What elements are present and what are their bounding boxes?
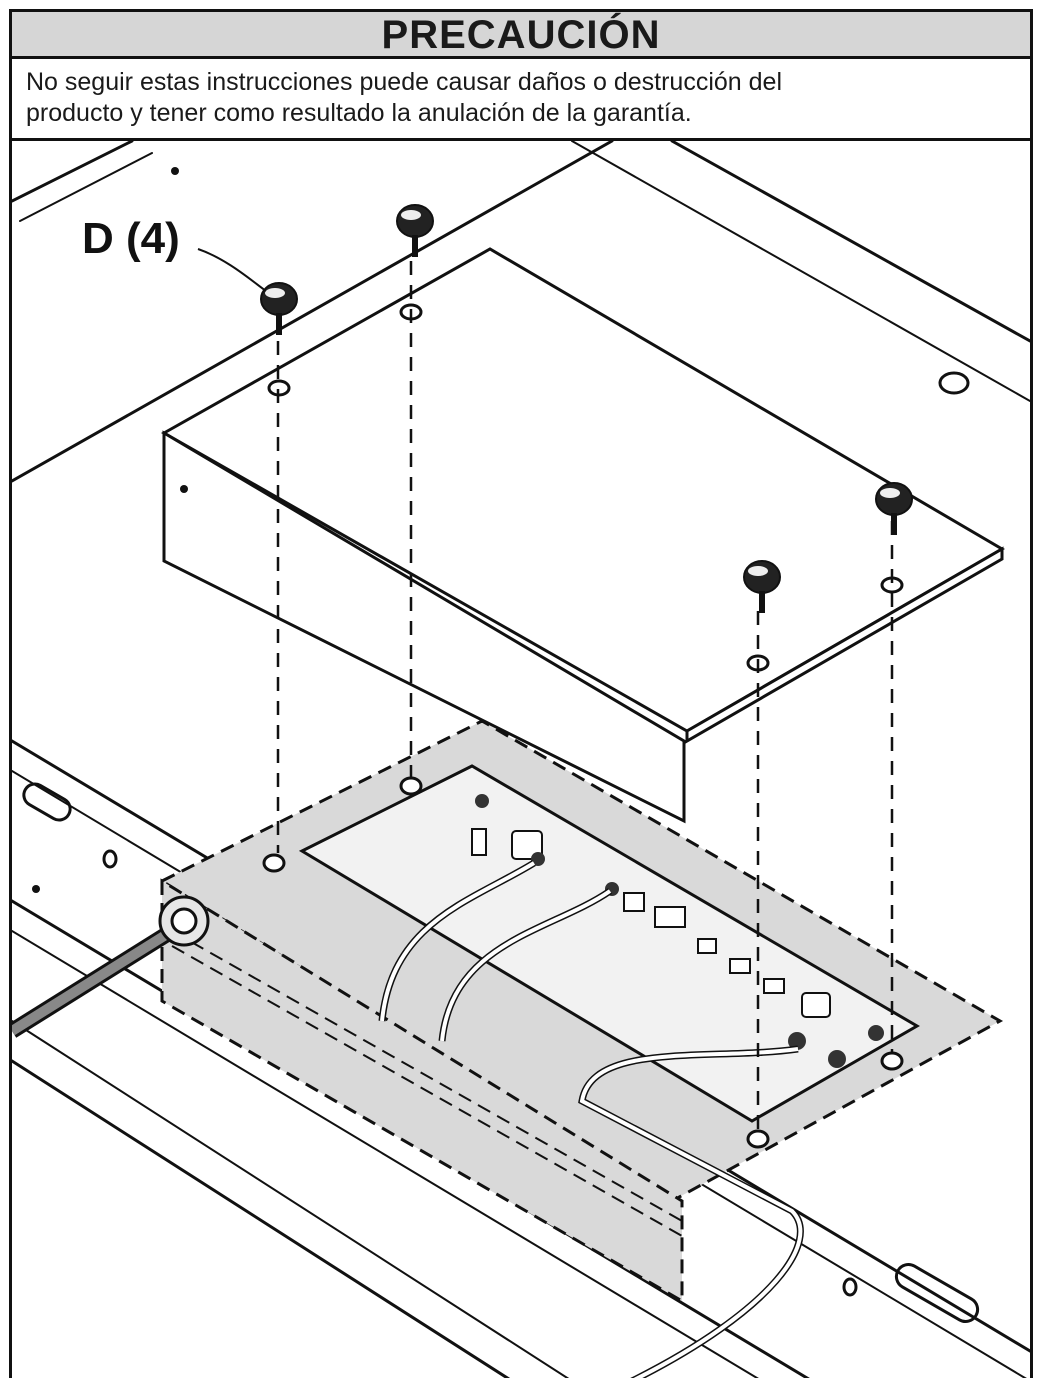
caution-warning-text: No seguir estas instrucciones puede caus… bbox=[12, 59, 1030, 141]
display-edge-top-inner bbox=[19, 152, 153, 222]
display-edge-right-inner bbox=[571, 141, 1030, 402]
display-edge-bottom-left bbox=[12, 1059, 511, 1378]
display-edge-diagonal bbox=[12, 141, 614, 483]
caution-header: PRECAUCIÓN bbox=[12, 12, 1030, 59]
display-edge-top bbox=[12, 141, 134, 203]
rail-edge-4 bbox=[12, 930, 759, 1378]
rail-hole-2 bbox=[842, 1277, 858, 1297]
callout-leader bbox=[197, 248, 267, 292]
rail-slot-left bbox=[22, 782, 72, 822]
warning-line-2: producto y tener como resultado la anula… bbox=[26, 99, 692, 127]
rail-hole-1 bbox=[102, 849, 118, 869]
thumb-screw-icon bbox=[260, 204, 913, 613]
display-edge-right-top bbox=[670, 141, 1030, 343]
cover-plate bbox=[160, 247, 1005, 824]
caution-title: PRECAUCIÓN bbox=[381, 13, 661, 57]
rail-slot-right bbox=[894, 1263, 980, 1323]
screws-callout-label: D (4) bbox=[82, 214, 180, 263]
display-edge-bottom-inner bbox=[12, 1020, 570, 1378]
assembly-illustration bbox=[12, 141, 1030, 1378]
caution-frame: PRECAUCIÓN No seguir estas instrucciones… bbox=[9, 9, 1033, 1378]
alignment-lines bbox=[276, 261, 894, 1131]
base-enclosure bbox=[12, 719, 1004, 1378]
warning-line-1: No seguir estas instrucciones puede caus… bbox=[26, 68, 782, 96]
